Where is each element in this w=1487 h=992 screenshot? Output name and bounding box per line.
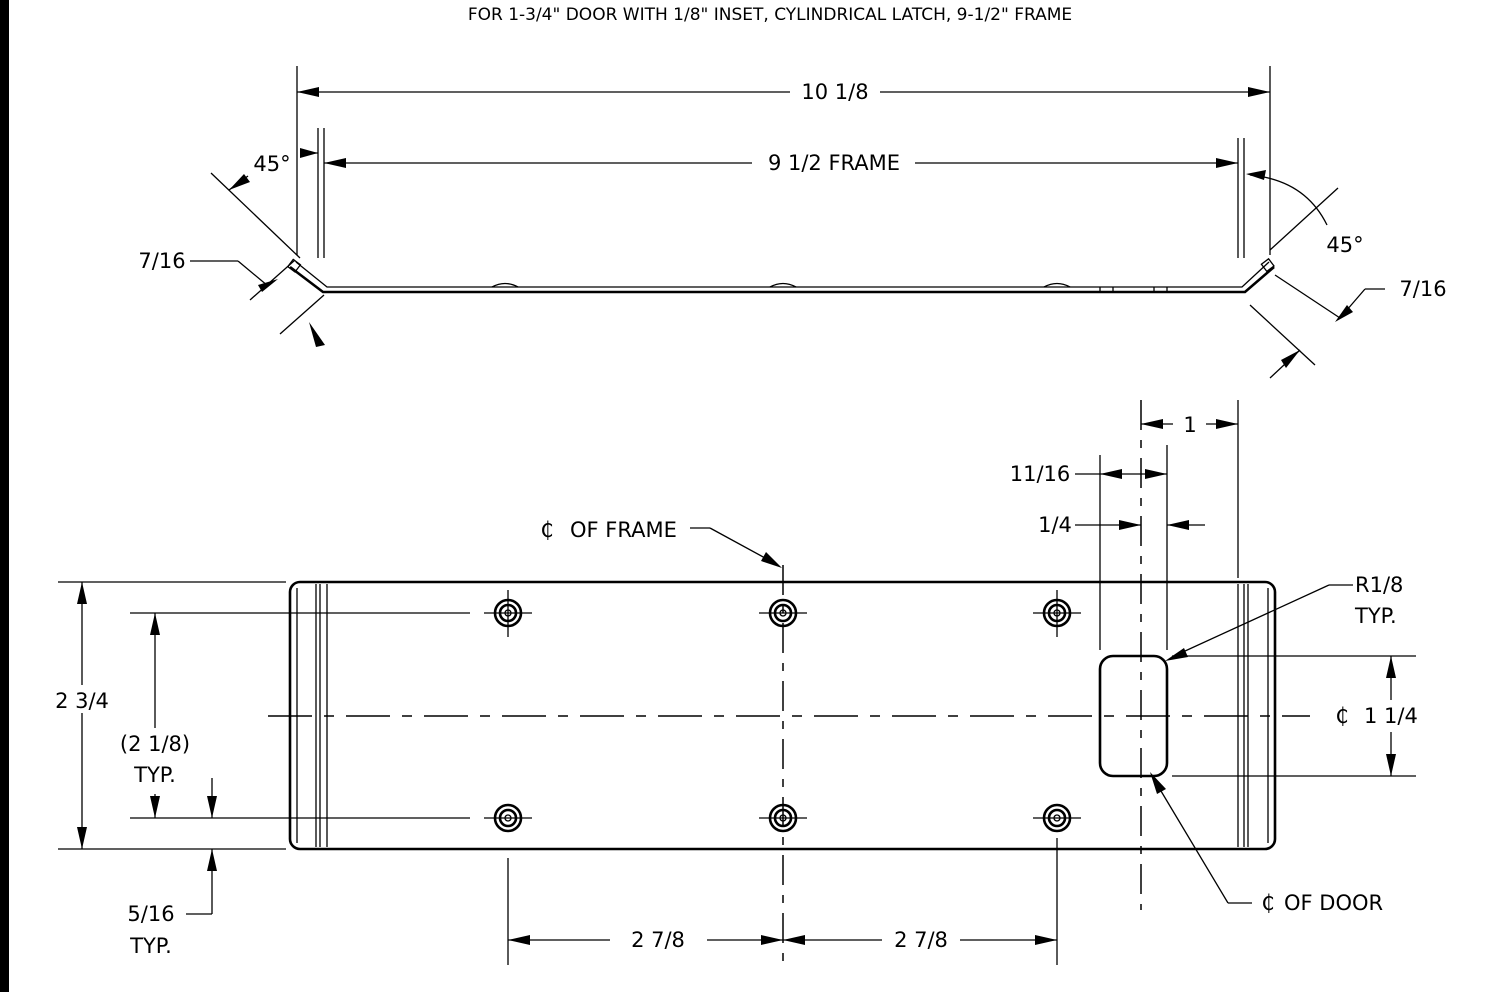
- corner-radius-label: R1/8: [1355, 573, 1403, 597]
- hole-spacing-vertical-note: TYP.: [133, 763, 176, 787]
- mounting-hole: [484, 803, 532, 833]
- flange-left-label: 7/16: [138, 249, 185, 273]
- height-label: 2 3/4: [55, 689, 109, 713]
- mounting-hole: [759, 803, 807, 833]
- door-centerline-label: OF DOOR: [1284, 891, 1383, 915]
- cutout-width-label: 11/16: [1010, 462, 1071, 486]
- top-view: 10 1/8 9 1/2 FRAME 45° 45° 7/16: [138, 66, 1447, 379]
- flange-right-label: 7/16: [1399, 277, 1446, 301]
- angle-right-label: 45°: [1326, 233, 1363, 257]
- mounting-hole: [759, 598, 807, 628]
- door-centerline-symbol: ₵: [1261, 891, 1274, 915]
- frame-centerline-label: OF FRAME: [570, 518, 677, 542]
- mounting-hole: [1033, 803, 1081, 833]
- corner-radius-note: TYP.: [1354, 604, 1397, 628]
- cutout-inset-label: 1/4: [1038, 513, 1072, 537]
- hole-spacing-left-label: 2 7/8: [631, 928, 685, 952]
- frame-centerline-symbol: ₵: [540, 518, 553, 542]
- cutout-offset-label: 1: [1183, 413, 1196, 437]
- frame-width-label: 9 1/2 FRAME: [768, 151, 900, 175]
- cutout-height-label: 1 1/4: [1364, 704, 1418, 728]
- overall-width-label: 10 1/8: [801, 80, 868, 104]
- plan-view: 2 3/4 (2 1/8) TYP. 5/16 TYP. 2 7/8 2 7/8…: [52, 400, 1418, 965]
- mounting-hole: [1033, 590, 1081, 637]
- latch-cutout: [1098, 654, 1169, 778]
- hole-spacing-vertical-label: (2 1/8): [120, 732, 190, 756]
- drawing-title: FOR 1-3/4" DOOR WITH 1/8" INSET, CYLINDR…: [468, 5, 1072, 25]
- angle-left-label: 45°: [253, 152, 290, 176]
- edge-to-hole-label: 5/16: [127, 902, 174, 926]
- plate-profile: [289, 265, 1275, 294]
- mounting-hole: [484, 590, 532, 637]
- cutout-height-centerline-symbol: ₵: [1335, 704, 1348, 728]
- edge-to-hole-note: TYP.: [129, 934, 172, 958]
- sheet-border: [0, 0, 9, 992]
- hole-spacing-right-label: 2 7/8: [894, 928, 948, 952]
